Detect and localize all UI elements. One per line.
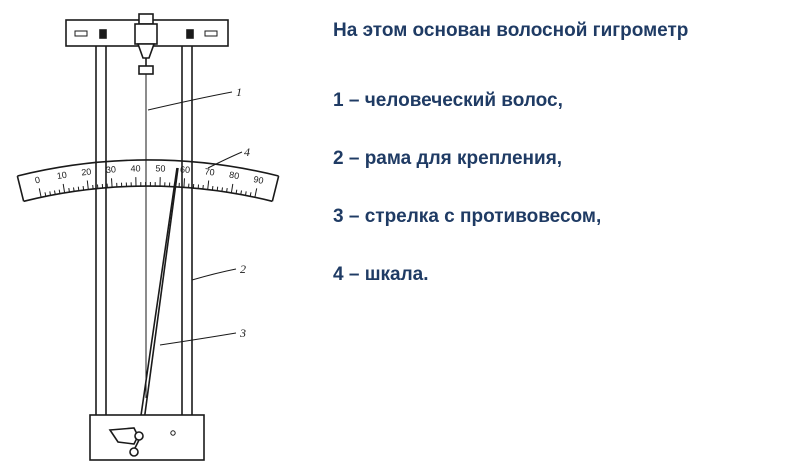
scale-tick (77, 186, 80, 191)
scale-tick (230, 183, 234, 193)
scale-tick (38, 188, 42, 198)
scale-tick (207, 180, 210, 190)
scale-tick (58, 189, 61, 194)
scale-tick (245, 191, 247, 196)
scale-tick (82, 186, 85, 191)
callout-2: 2 (240, 262, 246, 276)
scale-label: 70 (204, 166, 215, 177)
scale-tick (240, 190, 242, 195)
legend-item-scale: 4 – шкала. (333, 264, 429, 285)
scale-label: 60 (180, 164, 191, 175)
scale-tick (62, 183, 66, 193)
hygrometer-diagram: 0 10 20 30 40 50 60 70 80 90 1 4 2 3 (16, 13, 280, 461)
scale-tick (68, 188, 70, 193)
pointer-needle (137, 167, 179, 437)
scale-tick (183, 178, 185, 188)
scale-tick (226, 188, 228, 193)
scale-label: 80 (228, 170, 240, 181)
scale-label: 90 (253, 174, 265, 186)
scale-tick (249, 192, 252, 197)
scale-tick (235, 189, 238, 194)
callout-4: 4 (244, 145, 250, 159)
slide-title: На этом основан волосной гигрометр (333, 20, 689, 41)
legend-item-frame: 2 – рама для крепления, (333, 148, 563, 169)
scale-label: 0 (34, 175, 41, 186)
scale-tick (216, 186, 219, 191)
humidity-scale: 0 10 20 30 40 50 60 70 80 90 (16, 159, 280, 203)
scale-ticks (38, 177, 258, 198)
scale-tick (211, 186, 214, 191)
legend-item-pointer: 3 – стрелка с противовесом, (333, 206, 602, 227)
scale-tick (54, 190, 56, 195)
parts-legend: 1 – человеческий волос, 2 – рама для кре… (333, 88, 793, 288)
scale-tick (221, 187, 223, 192)
scale-label: 20 (81, 166, 92, 177)
scale-tick (254, 188, 258, 198)
legend-item-hair: 1 – человеческий волос, (333, 90, 563, 111)
scale-label: 10 (56, 170, 68, 181)
scale-tick (111, 178, 113, 188)
callout-1: 1 (236, 85, 242, 99)
callout-leaders (147, 91, 243, 346)
frame-rails (95, 46, 193, 415)
scale-label: 50 (155, 163, 165, 173)
scale-labels: 0 10 20 30 40 50 60 70 80 90 (34, 163, 264, 186)
adjustment-screw (134, 13, 158, 75)
bottom-block (89, 414, 205, 461)
scale-label: 30 (106, 164, 117, 175)
callout-3: 3 (239, 326, 246, 340)
scale-tick (86, 180, 89, 190)
scale-tick (44, 192, 47, 197)
scale-tick (73, 187, 75, 192)
description-panel: На этом основан волосной гигрометр 1 – ч… (333, 18, 793, 320)
scale-tick (49, 191, 51, 196)
scale-label: 40 (130, 163, 140, 173)
